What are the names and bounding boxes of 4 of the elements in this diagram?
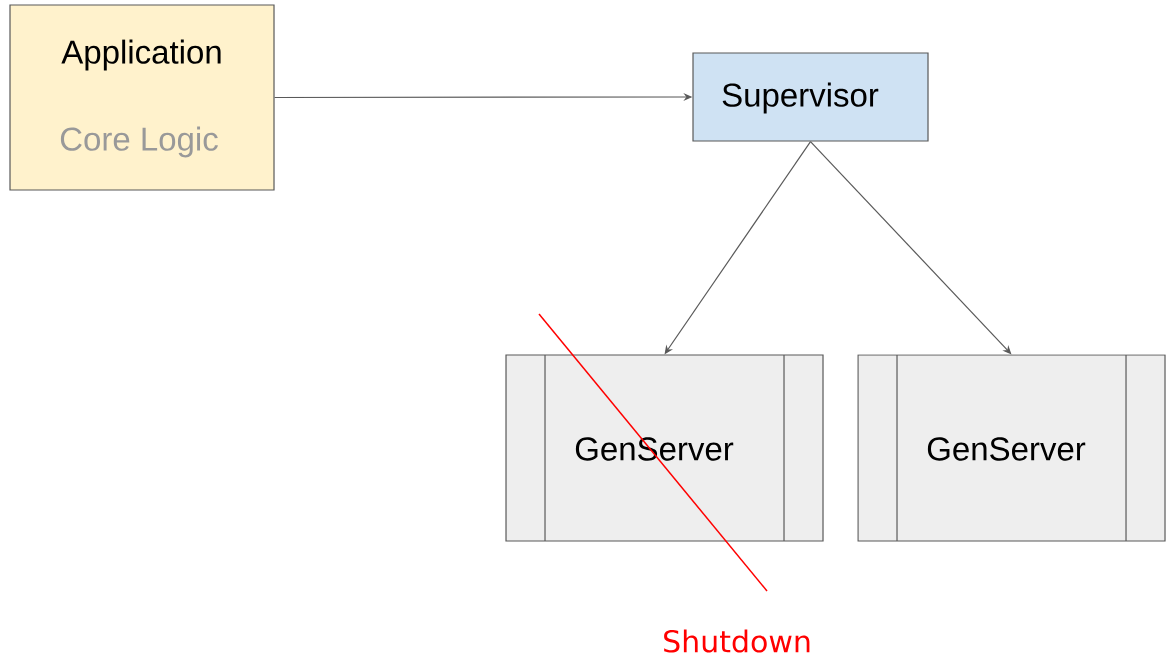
process-box: Application Core Logic: [9, 4, 275, 191]
annotation-text: Shutdown: [664, 629, 810, 653]
subprocess-box: GenServer: [857, 354, 1166, 542]
process-box: Supervisor: [692, 52, 929, 142]
